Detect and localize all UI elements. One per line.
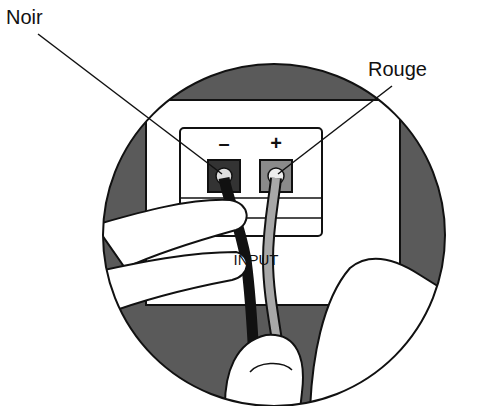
input-label: INPUT bbox=[234, 252, 279, 269]
red-wire-outline bbox=[268, 178, 280, 360]
thumb-left bbox=[95, 252, 247, 318]
polarity-sign: + bbox=[270, 132, 282, 154]
zoom-view bbox=[90, 60, 460, 406]
block-edge bbox=[180, 197, 322, 199]
leader-line bbox=[278, 86, 392, 174]
red-wire bbox=[268, 178, 280, 360]
background bbox=[90, 60, 460, 406]
right-hand bbox=[310, 259, 460, 406]
wire-label: Noir bbox=[6, 6, 43, 28]
thumbnail bbox=[250, 363, 292, 372]
wire-label: Rouge bbox=[368, 58, 427, 80]
thumb-right bbox=[225, 335, 303, 406]
zoom-circle bbox=[103, 64, 445, 406]
leader-line bbox=[38, 34, 222, 174]
polarity-sign: – bbox=[218, 132, 229, 154]
